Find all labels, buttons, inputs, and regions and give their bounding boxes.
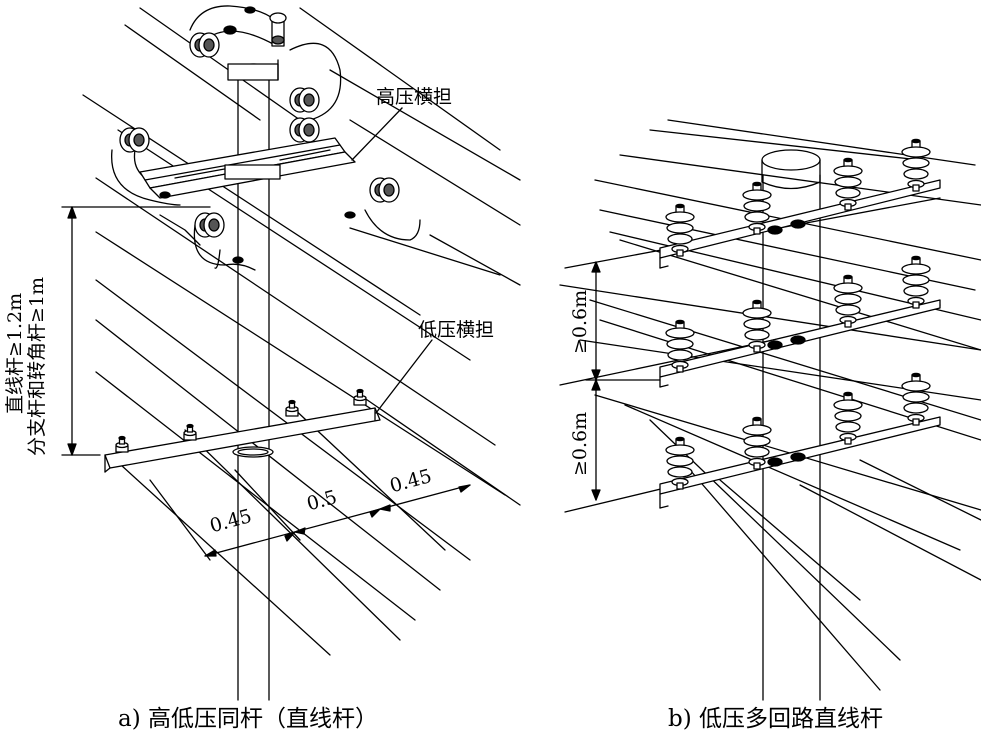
- figure-a-hv-crossarm: [139, 137, 356, 199]
- figure-b-crossarm-top: [659, 179, 941, 269]
- figure-a-lv-crossarm: [104, 407, 381, 473]
- label-branch-pole-height: 分支杆和转角杆≥1m: [26, 276, 48, 456]
- figure-a-spacing-dim: [149, 469, 471, 561]
- figure-a-drawing: [61, 5, 521, 701]
- figure-b-crossarm-bottom: [659, 416, 941, 509]
- spacing-lower: ≥0.6m: [569, 411, 591, 476]
- caption-figure-b: b) 低压多回路直线杆: [668, 706, 884, 732]
- label-lv-crossarm: 低压横担: [418, 319, 495, 341]
- figure-a-pole-top: [227, 12, 287, 81]
- figure-b-crossarm-middle: [659, 299, 941, 388]
- spacing-upper: ≥0.6m: [569, 289, 591, 354]
- label-hv-crossarm: 高压横担: [376, 86, 453, 108]
- figure-b-drawing: [559, 119, 981, 701]
- figure-a-height-dim: [61, 206, 211, 456]
- figure-b-spacing-dim: [585, 261, 661, 501]
- caption-figure-a: a) 高低压同杆（直线杆）: [118, 706, 378, 732]
- label-straight-pole-height: 直线杆≥1.2m: [4, 292, 26, 414]
- figure-a-leaders: [351, 107, 433, 414]
- figure-a-hv-insulators: [119, 6, 400, 264]
